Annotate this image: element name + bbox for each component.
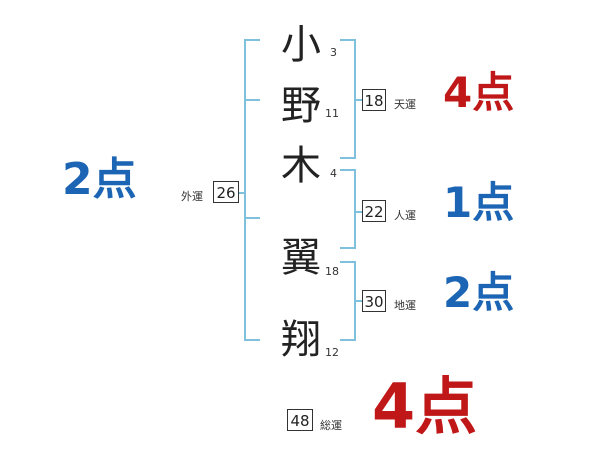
tenun-score: 4点 [443, 68, 515, 117]
surname-char-3: 木 [281, 143, 321, 189]
given-strokes-1: 18 [325, 265, 339, 278]
surname-strokes-2: 11 [325, 107, 339, 120]
souun-label: 総運 [320, 419, 342, 432]
jin-bracket [340, 169, 356, 249]
tenun-label: 天運 [394, 98, 416, 111]
souun-value-box: 48 [287, 409, 313, 431]
chi-bracket [340, 261, 356, 341]
jinun-label: 人運 [394, 209, 416, 222]
gaiun-label: 外運 [181, 190, 203, 203]
chiun-value-box: 30 [362, 290, 386, 312]
chiun-score: 2点 [443, 268, 515, 317]
gaiun-value-box: 26 [213, 181, 239, 203]
given-strokes-2: 12 [325, 346, 339, 359]
jinun-score: 1点 [443, 178, 515, 227]
surname-strokes-3: 4 [330, 167, 337, 180]
outer-bracket [244, 39, 260, 341]
gaiun-score: 2点 [62, 154, 137, 205]
chiun-label: 地運 [394, 299, 416, 312]
given-char-2: 翔 [281, 317, 321, 363]
surname-char-2: 野 [281, 83, 321, 129]
jinun-value-box: 22 [362, 200, 386, 222]
surname-char-1: 小 [281, 22, 321, 68]
given-char-1: 翼 [281, 235, 321, 281]
surname-strokes-1: 3 [330, 46, 337, 59]
ten-bracket [340, 39, 356, 159]
souun-score: 4点 [372, 370, 478, 443]
tenun-value-box: 18 [362, 89, 386, 111]
